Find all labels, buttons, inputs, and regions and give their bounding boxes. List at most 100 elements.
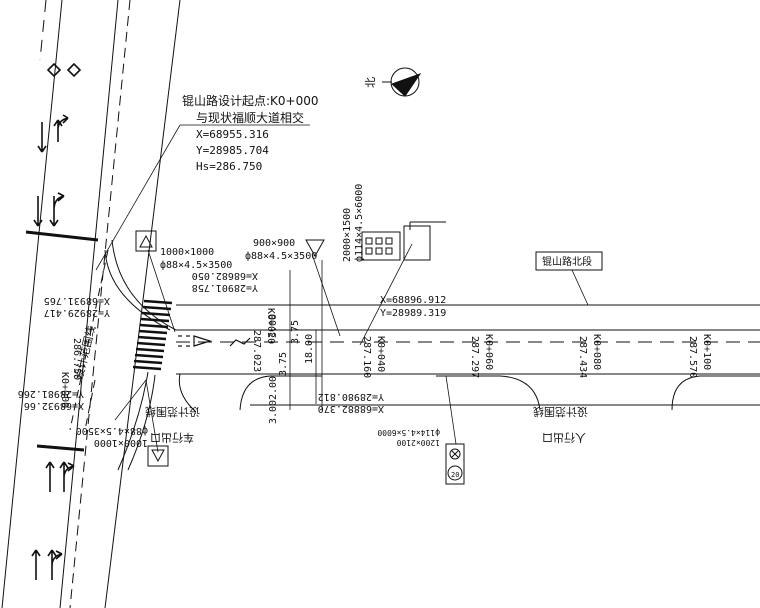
north-arrow — [382, 67, 422, 97]
dim-1: 3.00 — [268, 400, 279, 424]
sign-size-bottom-left: 1000×1000 — [94, 437, 148, 448]
entrance-curve — [436, 375, 541, 411]
station-1-k: K0+020 — [265, 308, 276, 344]
road-lane-line — [69, 0, 131, 608]
warning-triangle-icon — [139, 234, 153, 248]
dim-2: 2.00 — [268, 376, 279, 400]
road-lane-line — [39, 0, 47, 61]
speed-limit-value: 20 — [451, 471, 459, 479]
station-4-k: K0+080 — [591, 334, 602, 370]
arrow-straight-left-icon — [53, 114, 69, 142]
coord-1: X=68896.912 — [380, 295, 446, 306]
crosswalk — [132, 299, 173, 371]
stop-line — [25, 230, 99, 242]
coord-3: X=68682.050 — [192, 270, 258, 281]
station-2-k: K0+040 — [375, 336, 386, 372]
coord-2: Y=28989.319 — [380, 308, 446, 319]
label-leader — [571, 269, 589, 306]
road-lane-line — [59, 0, 119, 608]
signs — [135, 221, 465, 485]
stop-line — [36, 444, 85, 452]
arrow-straight-icon — [31, 549, 41, 580]
road-markings — [178, 335, 251, 347]
design-line-right-label: 设计范围线 — [533, 405, 588, 419]
coord-6: X=68882.370 — [318, 403, 384, 414]
existing-road — [1, 0, 181, 608]
sign-leader — [311, 253, 341, 337]
road-name-label: 锟山路北段 — [542, 255, 592, 268]
warning-sign-top — [135, 230, 157, 252]
sign-pole-mid: ф88×4.5×3500 — [245, 250, 317, 262]
speed-limit-icon — [447, 465, 463, 481]
arrow-straight-right-icon — [59, 461, 75, 492]
start-title: 锟山路设计起点:K0+000 — [182, 93, 319, 108]
arrow-straight-icon — [45, 461, 55, 492]
dim-4: 3.75 — [278, 352, 289, 376]
start-hs: Hs=286.750 — [196, 160, 262, 173]
north-label: 北 — [364, 77, 377, 88]
lane-arrows — [31, 62, 82, 580]
arrow-direction-icon — [193, 335, 213, 347]
arrow-straight-right-icon — [47, 549, 63, 580]
arrow-straight-icon — [33, 196, 43, 227]
design-boundary-line — [69, 249, 109, 431]
portal-pole: ф114×4.5×6000 — [353, 184, 365, 262]
lane-change-arrow-icon — [229, 337, 251, 347]
diamond-marking-icon — [46, 62, 82, 78]
sign-leader — [114, 379, 147, 421]
station-5-h: 287.570 — [687, 336, 698, 378]
station-1-h: 287.023 — [251, 330, 262, 372]
road-name-box — [535, 251, 603, 271]
sign-size-mid: 900×900 — [253, 238, 295, 249]
curb-curve — [127, 374, 156, 471]
new-road — [69, 239, 760, 471]
north-arrow-icon — [391, 73, 422, 97]
dim-3: 3.00 — [268, 314, 279, 338]
sign-pole-bottom-left: ф88×4.5×3500 — [76, 425, 148, 437]
station-4-h: 287.434 — [577, 336, 588, 378]
start-y: Y=28985.704 — [196, 144, 269, 157]
bottom-sign-pole: ф114×4.5×6000 — [377, 428, 440, 437]
coord-10: X=68932.66 — [24, 400, 84, 411]
start-x: X=68955.316 — [196, 128, 269, 141]
sign-pole-top-left: ф88×4.5×3500 — [160, 259, 232, 271]
bottom-sign-size: 1200×2100 — [396, 438, 440, 447]
people-exit-label: 人行出口 — [542, 431, 586, 445]
sign-leader — [145, 379, 159, 453]
warning-sign-bottom — [147, 445, 169, 467]
coord-8: Y=28929.417 — [44, 307, 110, 318]
dim-5: 3.75 — [290, 320, 301, 344]
no-entry-icon — [449, 448, 461, 460]
dim-6: 18.00 — [304, 334, 315, 364]
station-2-h: 287.160 — [361, 336, 372, 378]
entrance-curve — [671, 375, 760, 411]
sign-leader — [359, 243, 413, 346]
start-subtitle: 与现状福顺大道相交 — [196, 110, 304, 125]
entrance-curve — [239, 375, 322, 411]
curb-curve — [117, 371, 149, 471]
curb-curve — [104, 249, 171, 331]
station-3-k: K0+060 — [483, 334, 494, 370]
curb-curve — [111, 239, 177, 331]
station-5-k: K0+100 — [701, 334, 712, 370]
speed-limit-sign — [445, 443, 465, 485]
arrow-straight-right-icon — [49, 192, 65, 227]
start-point-leader — [95, 124, 181, 271]
sign-leader — [445, 375, 457, 445]
station-0-k: K0+000 — [59, 372, 70, 408]
sign-leader — [147, 249, 176, 333]
coord-4: Y=28901.758 — [192, 282, 258, 293]
portal-size: 2000×1500 — [342, 208, 353, 262]
station-3-h: 287.297 — [469, 336, 480, 378]
coord-9: Y=28981.266 — [18, 388, 84, 399]
curb-curve — [178, 373, 197, 413]
sign-size-top-left: 1000×1000 — [160, 247, 214, 258]
car-exit-label: 车行出口 — [150, 431, 194, 445]
portal-sign-panel — [403, 225, 431, 261]
coord-5: Y=28980.812 — [318, 391, 384, 402]
warning-triangle-icon — [151, 449, 165, 463]
design-line-mid-label: 设计范围线 — [145, 405, 200, 419]
coord-7: X=68931.765 — [44, 295, 110, 306]
yield-sign-icon — [305, 239, 325, 258]
